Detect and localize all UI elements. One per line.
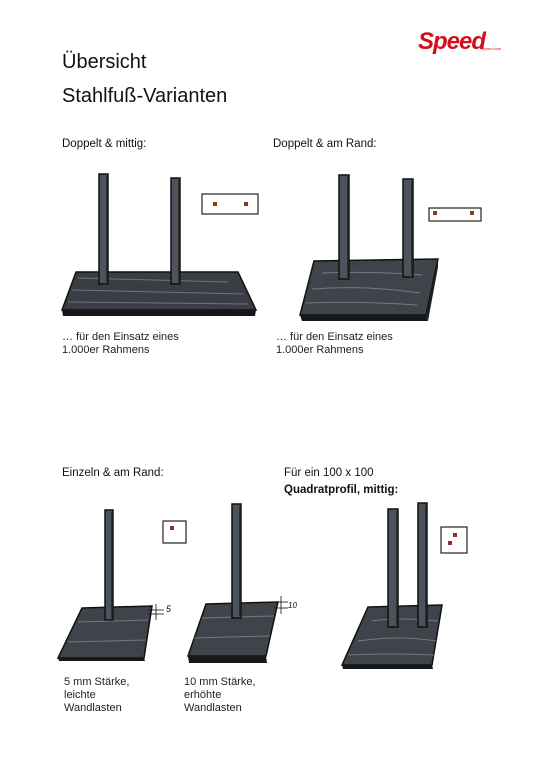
page-subtitle: Stahlfuß-Varianten	[62, 85, 228, 107]
thickness-label-5mm: 5	[166, 604, 172, 614]
caption-5mm-line1: 5 mm Stärke,	[64, 676, 130, 688]
footprint-icon-square-profile	[440, 526, 468, 554]
caption-single-edge-10mm: 10 mm Stärke, erhöhte Wandlasten	[184, 676, 256, 715]
caption-5mm-line3: Wandlasten	[64, 702, 122, 714]
caption-5mm-line2: leichte	[64, 689, 96, 701]
caption-10mm-line1: 10 mm Stärke,	[184, 676, 256, 688]
caption-10mm-line2: erhöhte	[184, 689, 222, 701]
sketch-double-edge	[299, 174, 482, 321]
caption-double-edge-line1: … für den Einsatz eines	[276, 331, 393, 343]
caption-double-center-line1: … für den Einsatz eines	[62, 331, 179, 343]
thickness-label-10mm: 10	[288, 601, 297, 610]
brand-logo-subtext: Speed.com	[481, 46, 502, 51]
footprint-icon-single-edge	[162, 520, 187, 544]
sketch-square-profile	[340, 502, 468, 669]
sketch-single-edge-10mm: 10	[186, 503, 297, 663]
caption-double-edge-line2: 1.000er Rahmens	[276, 344, 364, 356]
variant-label-square-profile-line1: Für ein 100 x 100	[284, 467, 374, 479]
footprint-icon-double-edge	[428, 207, 482, 222]
variant-label-single-edge: Einzeln & am Rand:	[62, 467, 164, 479]
footprint-icon-double-center	[201, 193, 259, 215]
caption-double-edge: … für den Einsatz eines 1.000er Rahmens	[276, 331, 393, 357]
sketch-single-edge-5mm: 5	[56, 509, 187, 661]
variant-label-double-edge: Doppelt & am Rand:	[273, 138, 377, 150]
page-title: Übersicht	[62, 51, 147, 73]
caption-double-center-line2: 1.000er Rahmens	[62, 344, 150, 356]
caption-single-edge-5mm: 5 mm Stärke, leichte Wandlasten	[64, 676, 129, 715]
brand-logo: Speed	[418, 28, 486, 55]
caption-double-center: … für den Einsatz eines 1.000er Rahmens	[62, 331, 179, 357]
variant-label-double-center: Doppelt & mittig:	[62, 138, 147, 150]
caption-10mm-line3: Wandlasten	[184, 702, 242, 714]
variant-label-square-profile-line2: Quadratprofil, mittig:	[284, 484, 399, 496]
sketch-double-center	[60, 173, 259, 316]
